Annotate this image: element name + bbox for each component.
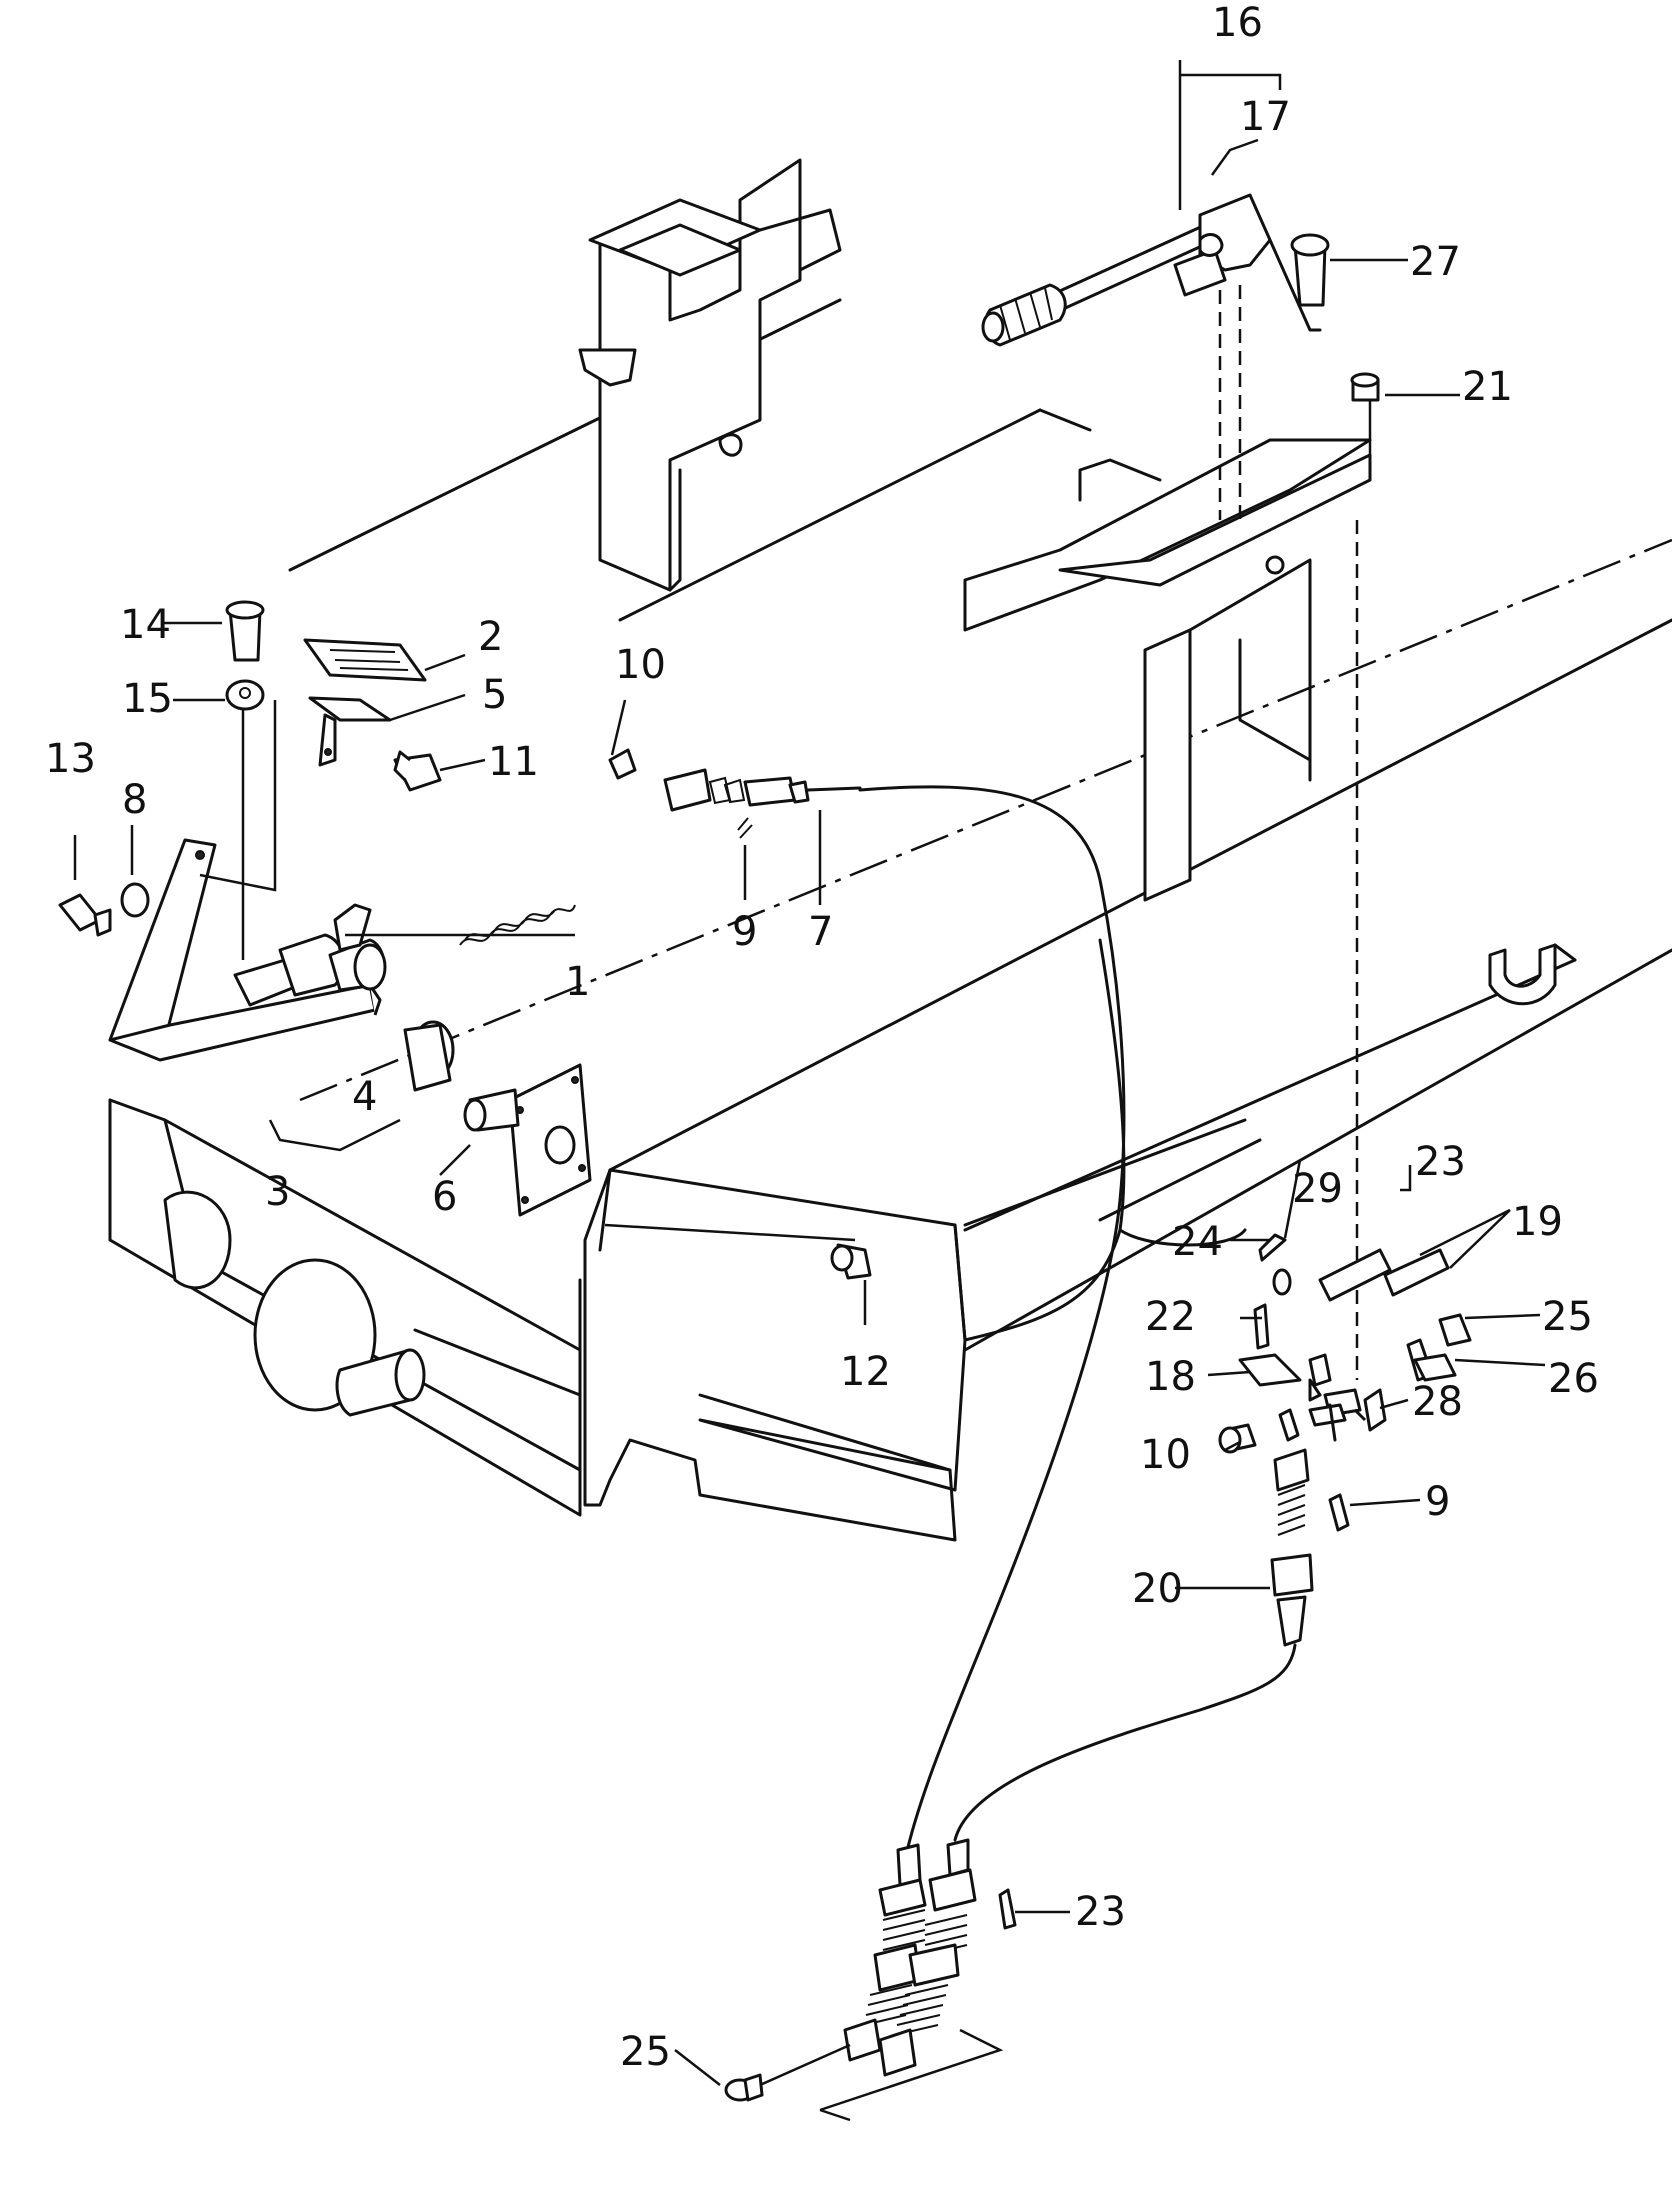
callout-7: 7 [808,909,833,955]
callout-25-bottom: 25 [620,2029,671,2075]
callout-1: 1 [565,959,590,1005]
callout-13: 13 [45,736,96,782]
callout-16: 16 [1212,0,1263,46]
callout-23-top: 23 [1415,1139,1466,1185]
callout-23-bottom: 23 [1075,1889,1126,1935]
callout-26: 26 [1548,1356,1599,1402]
cable-ends-bottom [724,1838,1017,2102]
callout-8: 8 [122,777,147,823]
callout-22: 22 [1145,1294,1196,1340]
callout-25-right: 25 [1542,1294,1593,1340]
callout-11: 11 [488,739,539,785]
callout-9-top: 9 [732,909,757,955]
callout-24: 24 [1172,1219,1223,1265]
callout-27: 27 [1410,239,1461,285]
control-cables [858,785,1297,1862]
left-upright-bracket [578,158,842,592]
callout-21: 21 [1462,364,1513,410]
callout-29: 29 [1292,1166,1343,1212]
callout-14: 14 [120,602,171,648]
callout-28: 28 [1412,1379,1463,1425]
callout-12: 12 [840,1349,891,1395]
callout-9-bottom: 9 [1425,1479,1450,1525]
callout-20: 20 [1132,1566,1183,1612]
callout-10-bottom: 10 [1140,1432,1191,1478]
callout-15: 15 [122,676,173,722]
callout-19: 19 [1512,1199,1563,1245]
hand-lever-assembly[interactable] [981,193,1322,520]
callout-18: 18 [1145,1354,1196,1400]
callout-17: 17 [1240,94,1291,140]
leader-lines [73,60,1546,2122]
handle-post [963,438,1372,902]
callout-2: 2 [478,614,503,660]
callout-5: 5 [482,672,507,718]
hardware [58,233,1380,1280]
callout-4: 4 [352,1074,377,1120]
callout-10-top: 10 [615,642,666,688]
pedal-assembly[interactable] [108,838,455,1092]
callout-6: 6 [432,1174,457,1220]
pedal-pad [303,638,427,767]
lower-linkage [1218,520,1472,1647]
cable-adjuster-top [663,768,862,839]
callout-labels: 16 17 27 21 14 2 15 5 10 11 13 8 9 7 1 4… [45,0,1599,2075]
callout-3: 3 [265,1169,290,1215]
tractor-frame [108,298,1672,1542]
